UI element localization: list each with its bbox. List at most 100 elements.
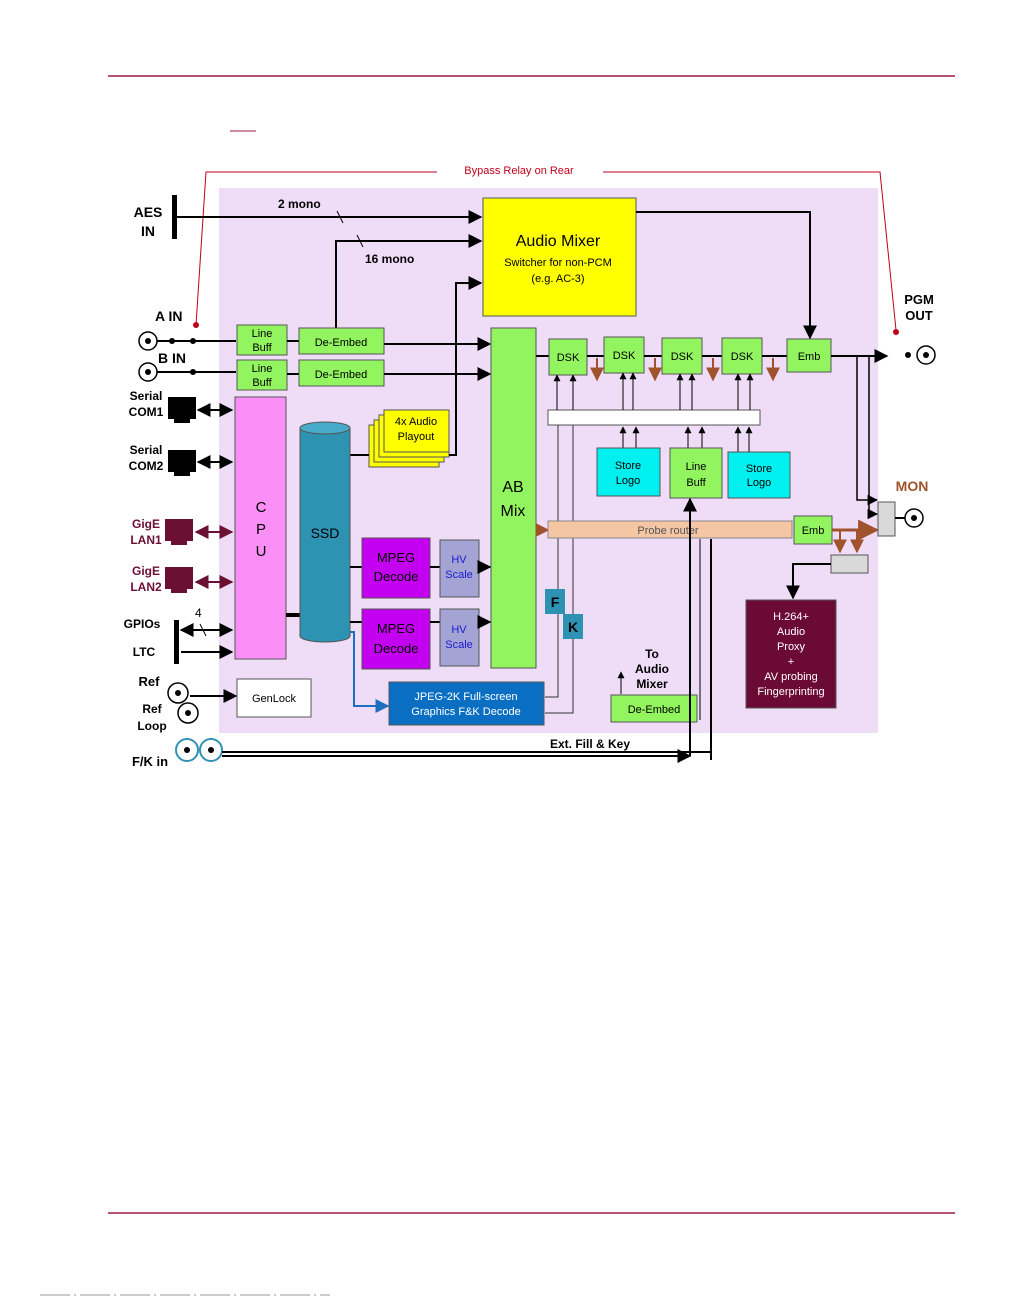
- de-embed-a: [298, 327, 385, 355]
- mpeg-decode-1-label1: MPEG: [377, 550, 415, 565]
- de-embed-c-label: De-Embed: [628, 704, 681, 716]
- f-block: [545, 589, 565, 614]
- line-buff-c: [669, 447, 723, 499]
- gpio-connector: [174, 620, 179, 664]
- gige-lan2-label1: GigE: [132, 564, 160, 578]
- mon-label: MON: [896, 478, 929, 494]
- fk-in-bnc-icon-1: [175, 738, 199, 762]
- gige-lan1-label1: GigE: [132, 517, 160, 531]
- cpu-label-u: U: [256, 543, 267, 560]
- aes-label: AES: [134, 204, 163, 220]
- h264-block: [745, 599, 837, 709]
- emb-pgm-label: Emb: [798, 351, 821, 363]
- de-embed-c: [610, 694, 698, 723]
- pgm-to-mon-switch-b: [867, 356, 879, 520]
- line-buff-c-label1: Line: [686, 461, 707, 473]
- playout-to-audio-mixer: [449, 276, 483, 456]
- k-block: [563, 614, 583, 639]
- serial-com1-port-icon: [168, 397, 196, 423]
- sixteen-mono-label: 16 mono: [365, 252, 414, 266]
- serial-com2-label1: Serial: [130, 443, 163, 457]
- relay-dot-left: [193, 322, 199, 328]
- h264-label3: Proxy: [777, 641, 806, 653]
- two-mono-label: 2 mono: [278, 197, 321, 211]
- dsk-3: [661, 337, 703, 375]
- mpeg-decode-1: [361, 537, 431, 599]
- a-in-node1: [169, 338, 175, 344]
- dsk-2-label: DSK: [613, 350, 636, 362]
- de-embed-b-label: De-Embed: [315, 369, 368, 381]
- probe-router-block: [547, 520, 793, 539]
- hv-scale-1-label2: Scale: [445, 569, 473, 581]
- to-audio-mixer-label2: Audio: [635, 662, 669, 676]
- aes-connector: [172, 195, 177, 239]
- ltc-label: LTC: [133, 645, 156, 659]
- line-buff-b-label2: Buff: [252, 377, 272, 389]
- a-in-bnc-icon: [138, 331, 158, 351]
- ab-mix-block: [490, 327, 537, 669]
- dsk-4-label: DSK: [731, 351, 754, 363]
- gige-lan1-port-icon: [165, 519, 193, 545]
- ref-loop-bnc-icon: [177, 702, 199, 724]
- genlock-block: [236, 678, 312, 718]
- b-in-label: B IN: [158, 350, 186, 366]
- audio-mixer-block: [482, 197, 637, 317]
- hv-scale-2-label1: HV: [451, 624, 467, 636]
- line-buff-a-label1: Line: [252, 328, 273, 340]
- audio-mixer-title: Audio Mixer: [516, 233, 601, 250]
- line-buff-b: [236, 359, 288, 391]
- jpeg-decode-block: [388, 681, 545, 726]
- jpeg-decode-label2: Graphics F&K Decode: [411, 706, 520, 718]
- relay-dot-right: [893, 329, 899, 335]
- h264-label5: AV probing: [764, 671, 818, 683]
- ssd-label: SSD: [311, 525, 340, 541]
- gige-lan2-port-icon: [165, 567, 193, 593]
- ref-bnc-icon: [167, 682, 189, 704]
- mpeg-decode-1-label2: Decode: [374, 569, 419, 584]
- dsk-3-label: DSK: [671, 351, 694, 363]
- cpu-block: [234, 396, 287, 660]
- store-logo-1: [596, 447, 661, 497]
- sixteen-mono-slash: [356, 234, 364, 248]
- cpu-label-c: C: [256, 499, 267, 516]
- jpeg-decode-label1: JPEG-2K Full-screen: [414, 691, 517, 703]
- pgm-label: PGM: [904, 292, 934, 307]
- hv-scale-1: [439, 539, 480, 598]
- h264-label4: +: [788, 656, 794, 668]
- pgm-node: [905, 352, 911, 358]
- mon-bnc-icon: [904, 508, 924, 528]
- ab-mix-label1: AB: [502, 479, 523, 496]
- mpeg-decode-2-label2: Decode: [374, 641, 419, 656]
- store-logo-1-label2: Logo: [616, 475, 640, 487]
- pgm-to-mon-switch-a: [856, 356, 879, 506]
- emb-mon-label: Emb: [802, 525, 825, 537]
- two-mono-slash: [336, 210, 344, 224]
- aes-in-label: IN: [141, 223, 155, 239]
- b-in-bnc-icon: [138, 362, 158, 382]
- mon-switch: [877, 501, 896, 537]
- dsk-2: [603, 336, 645, 374]
- fk-in-bnc-icon-2: [199, 738, 223, 762]
- store-logo-2: [727, 451, 791, 499]
- line-buff-a: [236, 324, 288, 356]
- f-to-key-bus: [545, 425, 559, 698]
- hv-scale-2-label2: Scale: [445, 639, 473, 651]
- audio-playout-label2: Playout: [398, 431, 435, 443]
- fk-in-label: F/K in: [132, 754, 168, 769]
- hv-scale-1-label1: HV: [451, 554, 467, 566]
- gige-lan1-label2: LAN1: [130, 533, 162, 547]
- ref-label: Ref: [139, 674, 161, 689]
- emb-mon: [793, 515, 833, 545]
- k-label: K: [568, 619, 578, 635]
- cpu-label-p: P: [256, 521, 266, 538]
- h264-label2: Audio: [777, 626, 805, 638]
- audio-playout-label1: 4x Audio: [395, 416, 437, 428]
- proxy-switch-to-h264: [786, 563, 831, 600]
- f-label: F: [551, 594, 560, 610]
- store-logo-1-label1: Store: [615, 460, 641, 472]
- a-in-node2: [190, 338, 196, 344]
- emb-pgm: [786, 338, 832, 373]
- ext-fill-key-label: Ext. Fill & Key: [550, 737, 630, 751]
- audio-playout-block: [383, 409, 450, 453]
